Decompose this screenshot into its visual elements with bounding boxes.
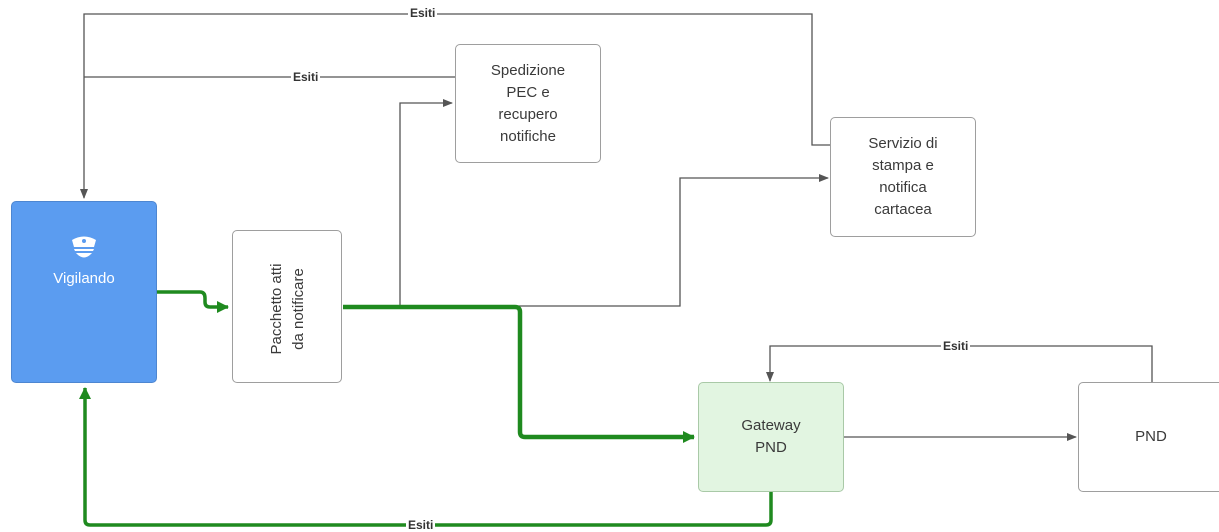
edge-gateway-esiti-to-vigilando [79, 387, 773, 527]
edge-label-esiti-pec: Esiti [291, 70, 321, 84]
node-gateway-pnd[interactable]: Gateway PND [698, 382, 844, 492]
edge-pacchetto-to-servizio [344, 174, 829, 307]
node-servizio[interactable]: Servizio di stampa e notifica cartacea [830, 117, 976, 237]
node-spedizione-label: Spedizione PEC e recupero notifiche [490, 61, 566, 145]
node-pnd-label: PND [1135, 428, 1167, 445]
node-spedizione[interactable]: Spedizione PEC e recupero notifiche [455, 44, 601, 163]
node-pacchetto-label: Pacchetto atti da notificare [268, 263, 307, 355]
node-servizio-label: Servizio di stampa e notifica cartacea [868, 135, 938, 218]
edge-label-esiti-top: Esiti [408, 6, 438, 20]
edge-pacchetto-to-spedizione [399, 99, 453, 305]
edge-servizio-esiti-to-vigilando [80, 13, 830, 199]
edge-label-esiti-bottom: Esiti [406, 518, 436, 532]
node-pacchetto[interactable]: Pacchetto atti da notificare [232, 230, 342, 383]
edge-pacchetto-to-gateway [343, 304, 695, 443]
police-officer-icon [72, 236, 96, 258]
node-vigilando[interactable]: Vigilando [11, 201, 157, 383]
node-vigilando-label: Vigilando [53, 270, 115, 287]
node-pnd[interactable]: PND [1078, 382, 1219, 492]
edge-label-esiti-pnd: Esiti [941, 339, 971, 353]
edge-vigilando-to-pacchetto [157, 290, 229, 313]
node-gateway-pnd-label: Gateway PND [741, 417, 801, 456]
